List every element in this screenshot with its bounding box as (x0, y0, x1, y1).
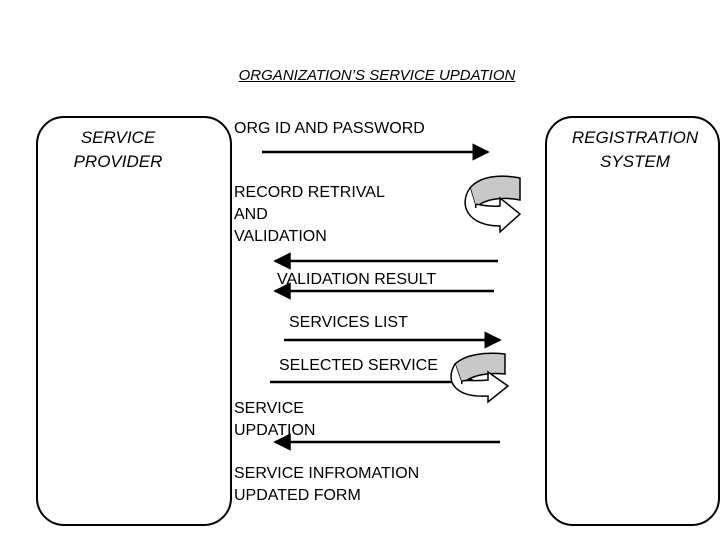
message-org-id: ORG ID AND PASSWORD (234, 120, 425, 137)
self-call-arrow-record-retrival (464, 175, 522, 234)
self-call-arrow-selected-service (450, 352, 510, 404)
diagram-title: ORGANIZATION’S SERVICE UPDATION (238, 67, 516, 84)
service-provider-box: SERVICE PROVIDER (36, 116, 232, 526)
message-validation-result: VALIDATION RESULT (277, 271, 437, 288)
message-updated-form: SERVICE INFROMATION UPDATED FORM (234, 465, 420, 504)
message-service-updation: SERVICE UPDATION (234, 400, 316, 439)
registration-system-box: REGISTRATION SYSTEM (545, 116, 720, 526)
service-provider-label: SERVICE PROVIDER (73, 128, 163, 171)
message-record-retrival: RECORD RETRIVAL AND VALIDATION (234, 184, 385, 245)
registration-system-label: REGISTRATION SYSTEM (571, 128, 699, 171)
message-selected-service: SELECTED SERVICE (279, 357, 438, 374)
message-services-list: SERVICES LIST (289, 314, 408, 331)
